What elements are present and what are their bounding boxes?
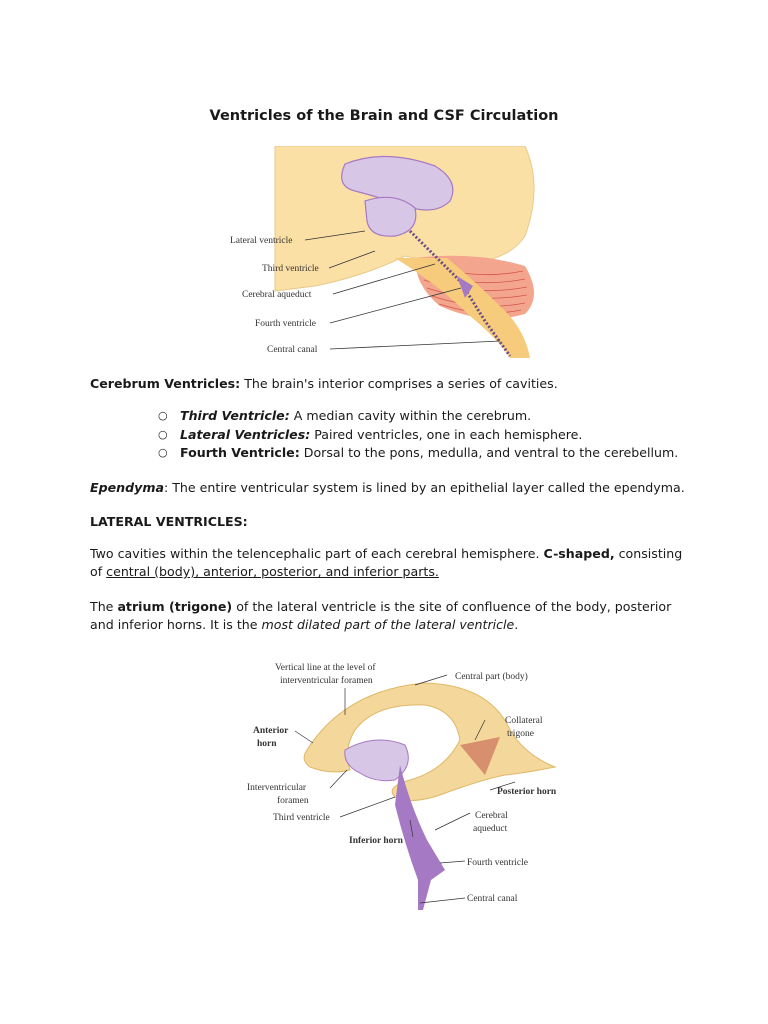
atrium-text-1: The: [90, 599, 118, 614]
lateral-text-2: consisting of: [90, 546, 683, 579]
ependyma-paragraph: Ependyma: The entire ventricular system …: [90, 479, 690, 497]
cerebrum-paragraph: Cerebrum Ventricles: The brain's interio…: [90, 375, 690, 393]
lateral-bold: C-shaped,: [543, 546, 615, 561]
fourth-ventricle-shape: [457, 276, 473, 298]
label-fourth-ventricle: Fourth ventricle: [255, 319, 316, 329]
ependyma-text: : The entire ventricular system is lined…: [163, 480, 685, 495]
ventricle-bullet-list: ○ Third Ventricle: A median cavity within…: [158, 407, 678, 463]
bullet-marker: ○: [158, 446, 168, 459]
label-vertical-line-1: Vertical line at the level of: [275, 662, 376, 673]
third-ventricle-shape: [344, 739, 409, 782]
atrium-italic: most dilated part of the lateral ventric…: [261, 617, 515, 632]
label-anterior-2: horn: [257, 739, 277, 749]
label-fourth-ventricle: Fourth ventricle: [467, 858, 528, 868]
page-title: Ventricles of the Brain and CSF Circulat…: [209, 108, 559, 124]
lateral-underline: central (body), anterior, posterior, and…: [106, 564, 439, 579]
lateral-ventricle-c-shape: [303, 682, 557, 801]
bullet-text: A median cavity within the cerebrum.: [289, 408, 532, 423]
label-lateral-ventricle: Lateral ventricle: [230, 236, 293, 246]
cerebrum-text: The brain's interior comprises a series …: [240, 376, 558, 391]
label-inferior-horn: Inferior horn: [349, 836, 404, 846]
label-central-part: Central part (body): [455, 671, 528, 682]
label-third-ventricle: Third ventricle: [273, 813, 330, 823]
bullet-marker: ○: [158, 409, 168, 422]
bullet-text: Dorsal to the pons, medulla, and ventral…: [299, 445, 679, 460]
label-interventricular-2: foramen: [277, 795, 309, 806]
list-item: ○ Third Ventricle: A median cavity within…: [158, 407, 678, 426]
label-anterior-1: Anterior: [253, 726, 289, 736]
third-ventricle-shape: [364, 196, 417, 237]
label-central-canal: Central canal: [467, 894, 518, 904]
lateral-ventricle-figure: Vertical line at the level of interventr…: [247, 662, 557, 910]
ependyma-term: Ependyma: [90, 480, 164, 495]
label-cerebral-1: Cerebral: [475, 811, 508, 821]
bullet-marker: ○: [158, 427, 168, 441]
label-cerebral-aqueduct: Cerebral aqueduct: [242, 290, 312, 300]
label-interventricular-1: Interventricular: [247, 783, 307, 793]
ventricle-sagittal-figure: Lateral ventricle Third ventricle Cerebr…: [230, 146, 535, 358]
brainstem-shape: [395, 258, 530, 358]
lateral-ventricle-shape: [341, 155, 454, 211]
aqueduct-fourth-ventricle-shape: [395, 765, 445, 910]
atrium-text-3: .: [514, 617, 519, 632]
bullet-text: Paired ventricles, one in each hemispher…: [310, 426, 583, 442]
label-vertical-line-2: interventricular foramen: [280, 675, 373, 686]
label-third-ventricle: Third ventricle: [262, 264, 319, 274]
list-item: ○ Fourth Ventricle: Dorsal to the pons, m…: [158, 444, 678, 463]
label-posterior-horn: Posterior horn: [497, 787, 557, 797]
lateral-ventricles-paragraph: Two cavities within the telencephalic pa…: [90, 545, 690, 581]
lateral-text-1: Two cavities within the telencephalic pa…: [90, 546, 544, 561]
list-item: ○ Lateral Ventricles: Paired ventricles, …: [158, 426, 678, 445]
bullet-term: Third Ventricle:: [180, 408, 290, 423]
label-central-canal: Central canal: [267, 345, 318, 355]
atrium-text-2: of the lateral ventricle is the site of …: [90, 599, 672, 632]
label-cerebral-2: aqueduct: [473, 824, 508, 834]
atrium-paragraph: The atrium (trigone) of the lateral vent…: [90, 598, 690, 634]
bullet-term: Lateral Ventricles:: [180, 426, 311, 442]
cerebrum-heading: Cerebrum Ventricles:: [90, 376, 241, 391]
section-heading: LATERAL VENTRICLES:: [90, 514, 248, 529]
atrium-bold: atrium (trigone): [117, 599, 233, 614]
bullet-term: Fourth Ventricle:: [180, 445, 300, 460]
lateral-ventricles-heading: LATERAL VENTRICLES:: [90, 513, 690, 531]
label-collateral-1: Collateral: [505, 716, 543, 726]
label-collateral-2: trigone: [507, 729, 534, 739]
collateral-trigone-shape: [460, 737, 500, 775]
